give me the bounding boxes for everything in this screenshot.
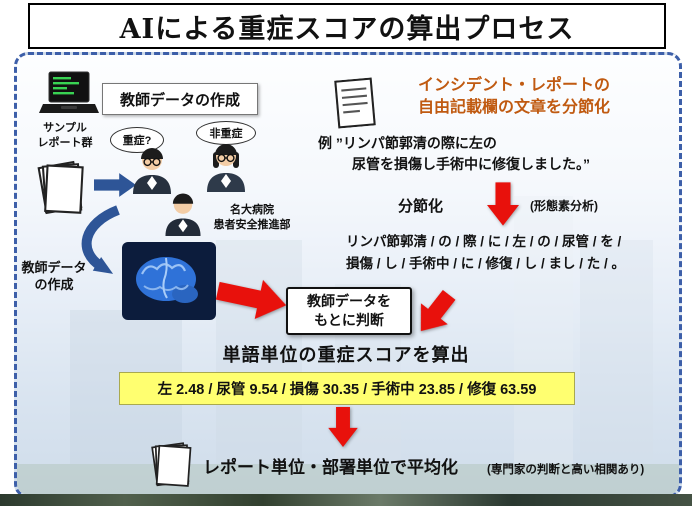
arrow-red-right-icon xyxy=(213,271,292,325)
sample-reports-label: サンプル レポート群 xyxy=(37,122,93,149)
example-line2: 尿管を損傷し手術中に修復しました。” xyxy=(352,156,590,172)
segmented-line2: 損傷 / し / 手術中 / に / 修復 / し / まし / た / 。 xyxy=(346,255,626,271)
word-scores-box: 左 2.48 / 尿管 9.54 / 損傷 30.35 / 手術中 23.85 … xyxy=(119,372,575,405)
score-heading: 単語単位の重症スコアを算出 xyxy=(222,345,470,365)
paper-stack-icon xyxy=(34,156,92,218)
segmentation-step-label: 分節化 xyxy=(398,198,444,215)
ai-brain-icon xyxy=(122,242,216,320)
example-sentence: 例 ”リンパ節郭清の際に左の 尿管を損傷し手術中に修復しました。” xyxy=(318,133,662,175)
arrow-blue-right-icon xyxy=(94,170,136,200)
arrow-red-down-2-icon xyxy=(325,407,361,447)
arrow-red-down-1-icon xyxy=(487,181,519,227)
staff-person-icon xyxy=(160,188,206,236)
arrow-red-downleft-icon xyxy=(406,282,465,344)
arrow-blue-curved-icon xyxy=(72,205,142,285)
averaging-label: レポート単位・部署単位で平均化 xyxy=(203,458,458,477)
segmented-line1: リンパ節郭清 / の / 際 / に / 左 / の / 尿管 / を / xyxy=(346,234,622,249)
hospital-label: 名大病院 患者安全推進部 xyxy=(213,204,291,231)
example-line1: 例 ”リンパ節郭清の際に左の xyxy=(318,135,497,151)
judge-box: 教師データを もとに判断 xyxy=(286,287,412,335)
laptop-icon xyxy=(38,70,100,120)
correlation-note: (専門家の判断と高い相関あり) xyxy=(487,464,645,476)
bottom-photo-strip xyxy=(0,494,692,506)
report-stack-icon xyxy=(146,438,198,490)
page-title: AIによる重症スコアの算出プロセス xyxy=(28,3,666,49)
doctor-male-icon xyxy=(128,142,176,194)
teacher-creation-label: 教師データ の作成 xyxy=(21,260,87,292)
doctor-female-icon xyxy=(202,138,250,192)
morphological-analysis-label: (形態素分析) xyxy=(530,199,598,213)
segmented-sentence: リンパ節郭清 / の / 際 / に / 左 / の / 尿管 / を / 損傷… xyxy=(346,231,656,274)
incident-report-icon xyxy=(334,77,376,129)
segmentation-heading: インシデント・レポートの 自由記載欄の文章を分節化 xyxy=(417,77,610,117)
teacher-data-box: 教師データの作成 xyxy=(102,83,258,115)
